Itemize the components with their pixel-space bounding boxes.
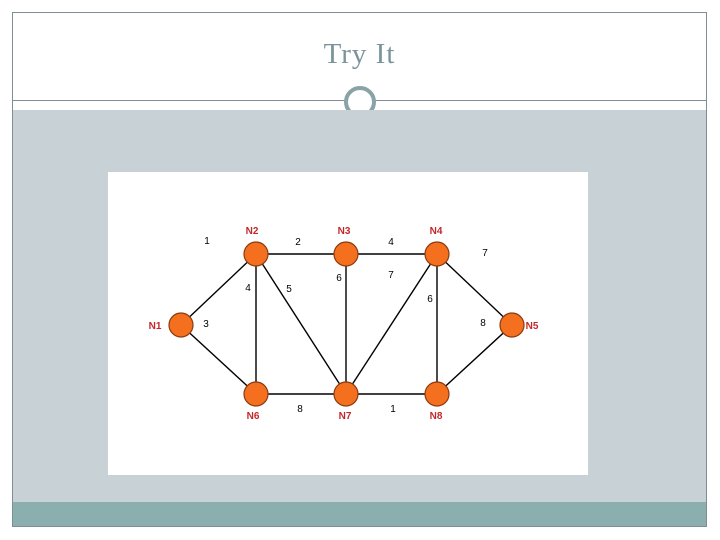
graph-edge [180, 324, 257, 395]
graph-node-n2[interactable] [243, 241, 269, 267]
graph-node-n8[interactable] [424, 381, 450, 407]
edge-weight-label: 3 [203, 319, 209, 330]
graph-node-label-n5: N5 [526, 321, 539, 332]
edge-weight-label: 1 [390, 404, 396, 415]
edge-weight-label: 2 [295, 237, 301, 248]
edge-weight-label: 6 [427, 294, 433, 305]
graph-edge [436, 324, 513, 395]
slide-footer-bar [13, 502, 706, 526]
graph-node-n5[interactable] [499, 312, 525, 338]
edge-weight-label: 6 [336, 273, 342, 284]
edges-layer [180, 253, 513, 395]
graph-edge [345, 253, 438, 395]
graph-node-label-n1: N1 [149, 321, 162, 332]
graph-node-n1[interactable] [168, 312, 194, 338]
edge-weight-label: 4 [388, 237, 394, 248]
edge-weight-label: 7 [388, 270, 394, 281]
graph-node-label-n2: N2 [246, 226, 259, 237]
graph-node-label-n8: N8 [430, 411, 443, 422]
graph-node-label-n7: N7 [339, 411, 352, 422]
edge-weight-label: 7 [482, 248, 488, 259]
graph-node-label-n6: N6 [247, 411, 260, 422]
graph-edge [180, 253, 257, 326]
graph-node-n7[interactable] [333, 381, 359, 407]
nodes-layer [168, 241, 525, 407]
graph-node-n6[interactable] [243, 381, 269, 407]
graph-node-n4[interactable] [424, 241, 450, 267]
slide-header [13, 13, 706, 100]
graph-node-n3[interactable] [333, 241, 359, 267]
edge-weights-layer: 1 2 4 3 4 5 6 7 7 6 8 8 1 [203, 236, 488, 415]
edge-weight-label: 4 [245, 283, 251, 294]
edge-weight-label: 8 [480, 318, 486, 329]
page-title: Try It [323, 38, 396, 70]
graph-edge [436, 253, 513, 326]
edge-weight-label: 1 [204, 236, 210, 247]
edge-weight-label: 8 [297, 404, 303, 415]
graph-node-label-n4: N4 [430, 226, 443, 237]
graph-node-label-n3: N3 [338, 226, 351, 237]
edge-weight-label: 5 [286, 284, 292, 295]
graph-edge [255, 253, 347, 395]
